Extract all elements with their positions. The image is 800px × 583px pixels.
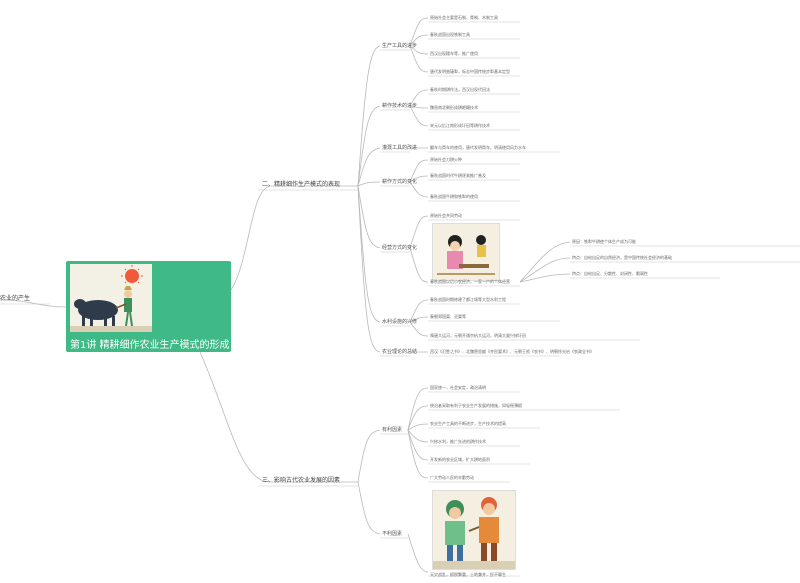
b3-s1-leaf-3[interactable]: 农业生产工具的不断进步，生产技术的提高 bbox=[430, 421, 506, 426]
b2-sub-farming-tech[interactable]: 耕作技术的进步 bbox=[382, 103, 418, 109]
b3-s2-leaf[interactable]: 天灾战乱，赋税繁重，土地兼并，民不聊生 bbox=[430, 572, 506, 577]
b2-s4-leaf-2[interactable]: 春秋战国时代牛耕逐渐推广普及 bbox=[430, 173, 486, 178]
b2-s6-leaf-2[interactable]: 秦朝郑国渠、灵渠等 bbox=[430, 314, 466, 319]
b2-s5-right-3[interactable]: 特点：自给自足、分散性、封闭性、脆弱性 bbox=[572, 271, 648, 276]
b2-s6-leaf-1[interactable]: 春秋战国时期修建了都江堰等大型水利工程 bbox=[430, 297, 506, 302]
b2-s2-leaf-3[interactable]: 宋元以后江南形成圩田等耕作技术 bbox=[430, 123, 490, 128]
b2-s1-leaf-2[interactable]: 春秋战国出现铁制工具 bbox=[430, 32, 470, 37]
b2-sub-theory[interactable]: 农业理论的总结 bbox=[382, 349, 418, 355]
b2-s5-leaf-1[interactable]: 原始社会共同劳动 bbox=[430, 213, 462, 218]
weaving-illustration bbox=[432, 223, 500, 281]
b2-s1-leaf-1[interactable]: 原始社会主要是石制、骨制、木制工具 bbox=[430, 15, 498, 20]
b2-s1-leaf-4[interactable]: 唐代发明曲辕犁，标志中国传统步犁基本定型 bbox=[430, 69, 510, 74]
b2-s3-leaf[interactable]: 翻车与筒车的使用，唐代发明筒车，明清使用风力水车 bbox=[430, 145, 526, 150]
peasants-icon bbox=[433, 491, 515, 569]
farming-illustration bbox=[70, 264, 152, 332]
branch-3-label[interactable]: 三、影响古代农业发展的因素 bbox=[262, 477, 341, 484]
b2-sub-water-works[interactable]: 水利设施的兴修 bbox=[382, 319, 418, 325]
b3-s1-leaf-5[interactable]: 开发新的农业区域，扩大耕地面积 bbox=[430, 457, 490, 462]
b3-s1-leaf-4[interactable]: 兴修水利，推广先进的耕作技术 bbox=[430, 439, 486, 444]
b2-sub-tools[interactable]: 生产工具的进步 bbox=[382, 43, 418, 49]
central-topic[interactable]: 第1讲 精耕细作农业生产模式的形成 bbox=[66, 261, 231, 352]
left-node-label[interactable]: 农业的产生 bbox=[0, 295, 31, 302]
branch-2-label[interactable]: 二、精耕细作生产模式的表现 bbox=[262, 181, 341, 188]
family-farming-icon bbox=[433, 224, 499, 280]
ox-farmer-icon bbox=[70, 265, 152, 332]
b2-s5-leaf-2[interactable]: 春秋战国以后小农经济，一家一户的个体经营 bbox=[430, 279, 510, 284]
b2-s6-leaf-3[interactable]: 隋唐大运河，元朝开通京杭大运河，明清大量兴修圩田 bbox=[430, 333, 526, 338]
b2-sub-management[interactable]: 经营方式的变化 bbox=[382, 245, 418, 251]
b2-s1-leaf-3[interactable]: 西汉出现耧车等，推广使用 bbox=[430, 51, 478, 56]
b2-s5-right-2[interactable]: 特点：自给自足的自然经济，是中国传统社会经济的基础 bbox=[572, 255, 672, 260]
b2-s4-leaf-3[interactable]: 春秋战国牛耕和铁犁的使用 bbox=[430, 194, 478, 199]
b2-s7-leaf[interactable]: 西汉《氾胜之书》、北魏贾思勰《齐民要术》、元朝王祯《农书》、明朝徐光启《农政全书… bbox=[430, 349, 594, 354]
b3-s1-leaf-1[interactable]: 国家统一，社会安定，政治清明 bbox=[430, 385, 486, 390]
b2-sub-irrigation[interactable]: 灌溉工具的改进 bbox=[382, 145, 418, 151]
b2-s2-leaf-1[interactable]: 春秋时期耕作法，西汉出现代田法 bbox=[430, 87, 490, 92]
b2-s5-right-1[interactable]: 原因：铁犁牛耕使个体生产成为可能 bbox=[572, 239, 636, 244]
b3-sub-favorable[interactable]: 有利因素 bbox=[382, 427, 403, 433]
central-title: 第1讲 精耕细作农业生产模式的形成 bbox=[70, 340, 230, 351]
b2-sub-farming-mode[interactable]: 耕作方式的变化 bbox=[382, 179, 418, 185]
hardship-illustration bbox=[432, 490, 516, 570]
b3-s1-leaf-2[interactable]: 统治者采取有利于农业生产发展的措施，如轻徭薄赋 bbox=[430, 403, 522, 408]
b3-sub-unfavorable[interactable]: 不利因素 bbox=[382, 531, 403, 537]
b3-s1-leaf-6[interactable]: 广大劳动人民的辛勤劳动 bbox=[430, 475, 474, 480]
b2-s2-leaf-2[interactable]: 魏晋南北朝形成耕耙耱技术 bbox=[430, 105, 478, 110]
b2-s4-leaf-1[interactable]: 原始社会刀耕火种 bbox=[430, 157, 462, 162]
